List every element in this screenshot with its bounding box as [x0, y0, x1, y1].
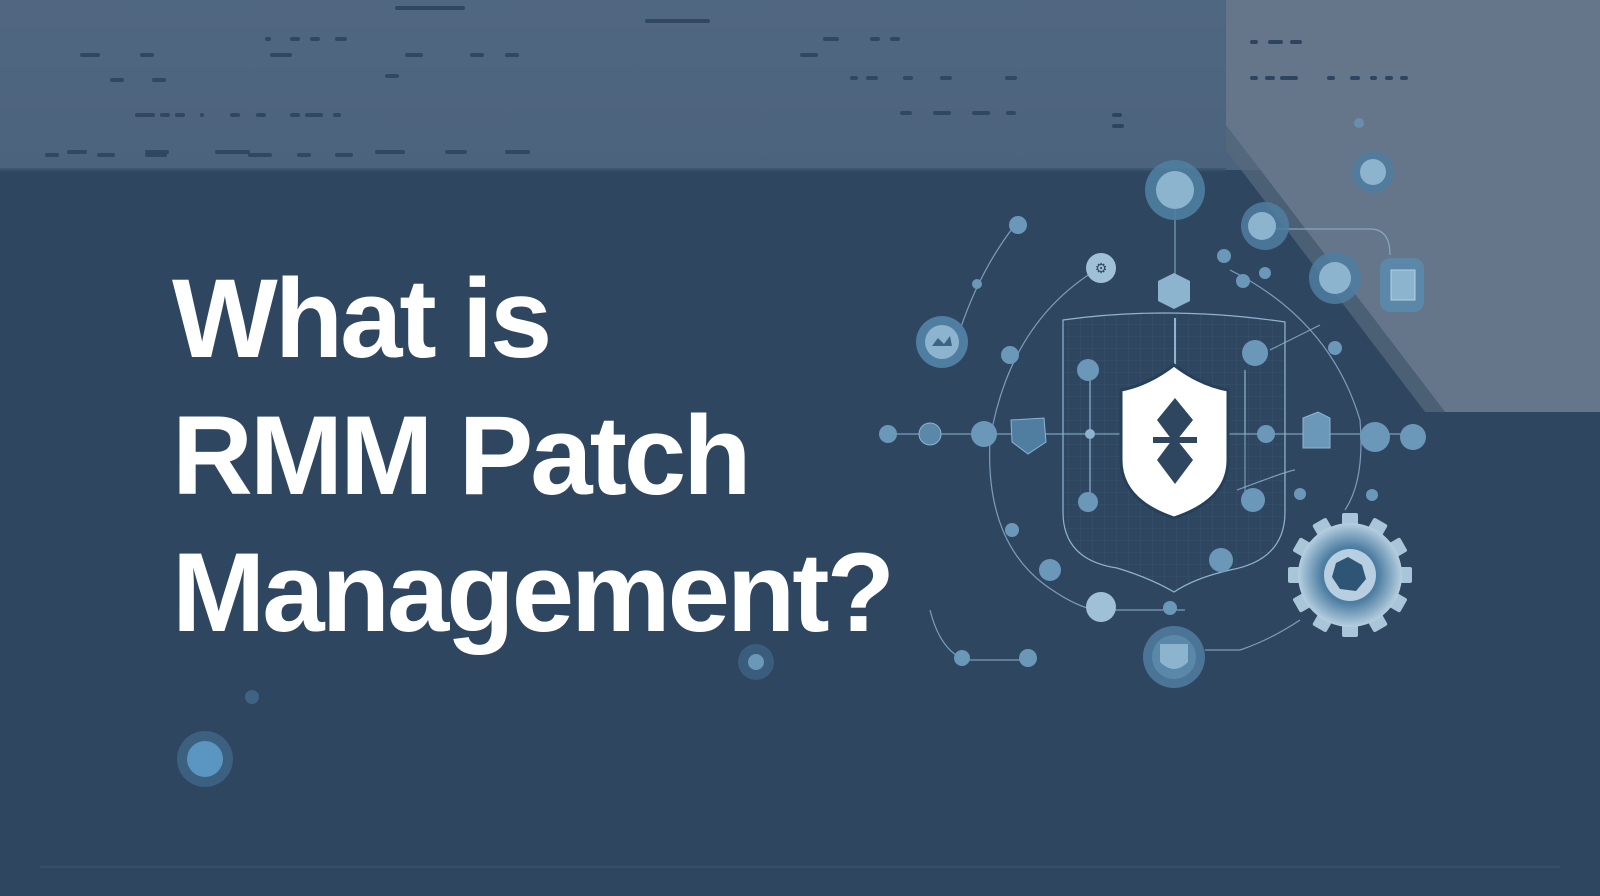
headline-line-1: What is — [172, 256, 552, 381]
network-nodes: ⚙ — [177, 118, 1426, 787]
angled-panel — [1226, 0, 1600, 412]
page-headline: What is RMM Patch Management? — [172, 250, 895, 661]
gear-icon — [1288, 513, 1412, 637]
headline-line-2: RMM Patch — [172, 393, 752, 518]
svg-text:⚙: ⚙ — [1095, 261, 1108, 277]
headline-line-3: Management? — [172, 530, 895, 655]
